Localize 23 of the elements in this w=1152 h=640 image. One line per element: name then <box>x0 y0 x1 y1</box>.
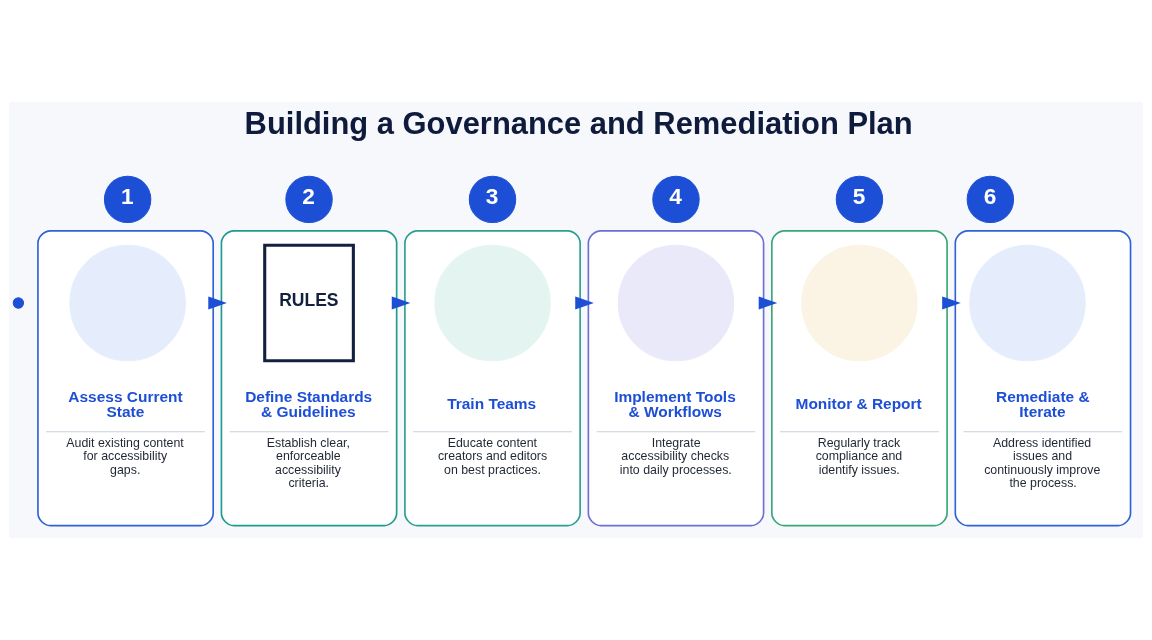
cluster: Train Teams Educate content creators and editors on best practices. <box>404 230 581 527</box>
node-box: RULES <box>263 243 355 363</box>
node-circle: 5 <box>835 175 884 224</box>
cluster: Implement Tools & Workflows Integrate accessibility checks into daily processes. <box>587 230 765 527</box>
arrow <box>758 296 778 310</box>
node-circle: 3 <box>468 175 517 224</box>
node-circle: 4 <box>652 175 700 224</box>
cluster: Assess Current State Audit existing content for accessibility gaps. <box>37 230 214 527</box>
node-circle: 6 <box>966 175 1015 224</box>
node-circle: 2 <box>285 175 333 224</box>
arrow <box>942 296 961 310</box>
cluster: Remediate & Iterate Address identified issues and continuously improve the process. <box>954 230 1132 527</box>
node-circle <box>969 244 1086 362</box>
node-circle <box>801 244 918 362</box>
arrow <box>575 296 594 310</box>
node-circle <box>69 244 186 362</box>
diagram-title: Building a Governance and Remediation Plan <box>244 105 913 141</box>
node-circle: 1 <box>103 175 152 224</box>
cluster: Monitor & Report Regularly track compliance and identify issues. <box>771 230 948 527</box>
arrow <box>208 296 227 310</box>
arrow <box>391 296 411 310</box>
node-circle <box>434 244 551 362</box>
node-circle <box>12 297 25 309</box>
